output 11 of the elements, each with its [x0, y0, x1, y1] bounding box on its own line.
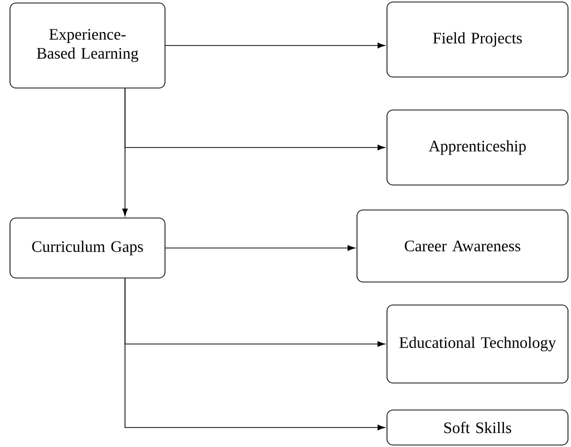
process-box: Educational Technology: [386, 304, 568, 384]
arrow: [165, 42, 386, 48]
arrow: [124, 278, 386, 430]
arrow: [165, 245, 356, 251]
process-box: Soft Skills: [386, 410, 568, 446]
process-box: Career Awareness: [356, 210, 568, 282]
arrow: [122, 88, 128, 216]
process-box: Curriculum Gaps: [10, 218, 166, 278]
process-box: Experience-Based Learning: [10, 2, 166, 88]
process-box: Apprenticeship: [386, 110, 568, 186]
process-box: Field Projects: [386, 2, 568, 78]
